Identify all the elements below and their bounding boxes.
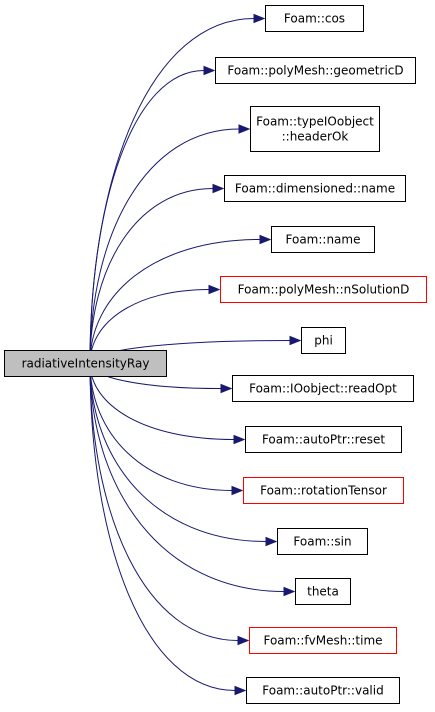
- edge-n11: [89, 362, 285, 592]
- node-label: Foam::cos: [284, 12, 345, 26]
- node-box: [245, 426, 402, 453]
- edge-arrowhead-n9: [231, 485, 244, 496]
- node-n0[interactable]: Foam::cos: [265, 5, 364, 32]
- edge-arrowhead-n4: [259, 234, 272, 245]
- node-n9[interactable]: Foam::rotationTensor: [243, 477, 404, 504]
- edge-arrowhead-n11: [283, 586, 296, 597]
- node-root-label: radiativeIntensityRay: [22, 357, 150, 371]
- edge-arrowhead-n5: [208, 284, 221, 295]
- node-n2[interactable]: Foam::typeIOobject::headerOk: [250, 106, 380, 152]
- node-label: Foam::dimensioned::name: [235, 182, 395, 196]
- edge-n10: [89, 362, 267, 542]
- node-box: [301, 327, 346, 354]
- edge-arrowhead-n1: [203, 65, 216, 76]
- node-box: [249, 627, 397, 654]
- edge-arrowhead-n10: [265, 536, 278, 547]
- node-n3[interactable]: Foam::dimensioned::name: [224, 175, 406, 202]
- node-box: [271, 226, 375, 253]
- edges-layer: [89, 13, 302, 696]
- node-n8[interactable]: Foam::autoPtr::reset: [245, 426, 402, 453]
- node-box: [232, 375, 414, 402]
- node-n7[interactable]: Foam::IOobject::readOpt: [232, 375, 414, 402]
- node-n6[interactable]: phi: [301, 327, 346, 354]
- node-n5[interactable]: Foam::polyMesh::nSolutionD: [220, 276, 427, 303]
- edge-arrowhead-n7: [220, 383, 233, 394]
- node-n13[interactable]: Foam::autoPtr::valid: [246, 677, 400, 704]
- node-label: Foam::name: [286, 233, 361, 247]
- edge-arrowhead-n3: [212, 183, 225, 194]
- node-n11[interactable]: theta: [295, 578, 351, 605]
- edge-arrowhead-n0: [253, 13, 266, 24]
- edge-n4: [89, 239, 261, 364]
- edge-n9: [89, 362, 233, 491]
- edge-n3: [89, 188, 214, 364]
- node-label: Foam::IOobject::readOpt: [249, 382, 397, 396]
- node-box: [246, 677, 400, 704]
- node-label: Foam::sin: [293, 535, 351, 549]
- edge-arrowhead-n8: [233, 434, 246, 445]
- node-label: Foam::autoPtr::valid: [262, 684, 383, 698]
- node-label: Foam::typeIOobject: [256, 115, 374, 129]
- node-box: [243, 477, 404, 504]
- node-root[interactable]: radiativeIntensityRay: [4, 350, 167, 377]
- edge-arrowhead-n6: [289, 335, 302, 346]
- node-box: [250, 106, 380, 152]
- edge-n8: [89, 362, 235, 440]
- edge-n12: [89, 362, 239, 641]
- node-label: Foam::polyMesh::geometricD: [227, 64, 403, 78]
- edge-arrowhead-n12: [237, 635, 250, 646]
- edge-n13: [89, 362, 236, 691]
- node-n10[interactable]: Foam::sin: [277, 528, 368, 555]
- node-box: [215, 57, 416, 84]
- node-label: phi: [314, 334, 333, 348]
- node-n1[interactable]: Foam::polyMesh::geometricD: [215, 57, 416, 84]
- node-label: theta: [307, 585, 339, 599]
- node-box: [265, 5, 364, 32]
- edge-arrowhead-n13: [234, 685, 247, 696]
- edge-arrowhead-n2: [238, 124, 251, 134]
- node-label: Foam::autoPtr::reset: [262, 433, 385, 447]
- node-n12[interactable]: Foam::fvMesh::time: [249, 627, 397, 654]
- edge-n2: [89, 128, 240, 364]
- edge-n1: [89, 70, 205, 364]
- node-box: [277, 528, 368, 555]
- node-box: [220, 276, 427, 303]
- node-label: Foam::polyMesh::nSolutionD: [238, 283, 410, 297]
- node-n4[interactable]: Foam::name: [271, 226, 375, 253]
- edge-n5: [89, 289, 210, 364]
- node-root-box: [4, 350, 167, 377]
- node-label: Foam::fvMesh::time: [263, 634, 382, 648]
- node-box: [224, 175, 406, 202]
- node-box: [295, 578, 351, 605]
- node-label: ::headerOk: [282, 130, 349, 144]
- nodes-layer: radiativeIntensityRay Foam::cosFoam::poly…: [4, 5, 427, 704]
- node-label: Foam::rotationTensor: [260, 484, 387, 498]
